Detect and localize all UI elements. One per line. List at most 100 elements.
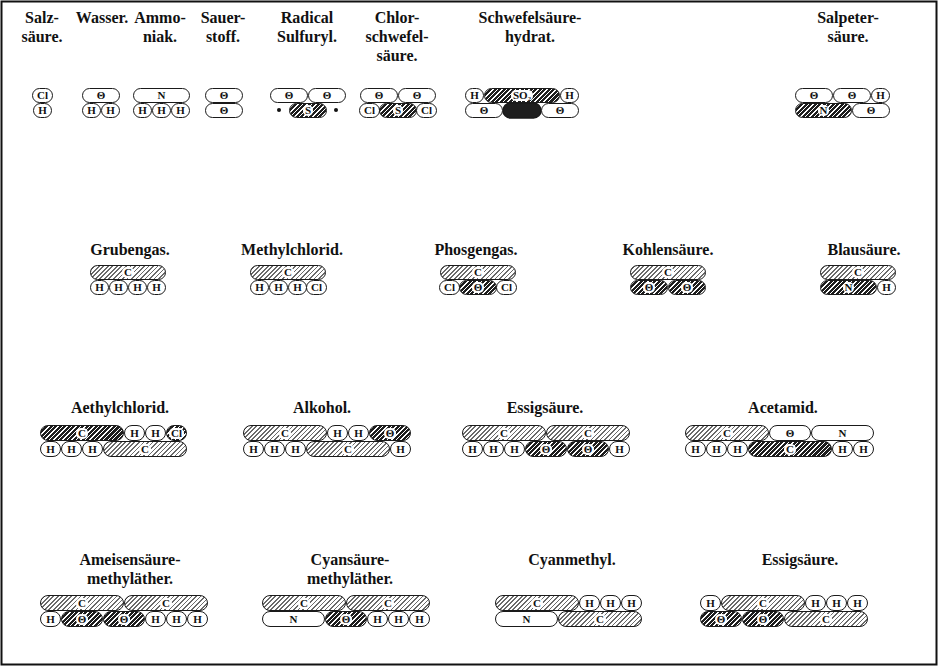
compound-name: Alkohol.: [247, 398, 397, 417]
atom-symbol: H: [392, 614, 405, 625]
atom-sausage: Θ: [668, 280, 706, 295]
atom-symbol: SO₂: [511, 90, 533, 101]
atom-sausage: Θ: [541, 103, 579, 118]
atom-symbol: Cl: [499, 282, 514, 293]
atom-sausage: Θ: [61, 611, 103, 627]
atom-symbol: C: [852, 267, 864, 278]
atom-symbol: H: [331, 428, 344, 439]
atom-symbol: C: [820, 614, 832, 625]
atom-symbol: C: [139, 444, 151, 455]
atom-symbol: C: [282, 267, 294, 278]
blank-atom-shape: [503, 103, 541, 118]
atom-symbol: Θ: [808, 90, 821, 101]
atom-symbol: H: [625, 598, 638, 609]
atom-sausage: C: [90, 265, 166, 280]
atom-symbol: Θ: [784, 428, 797, 439]
atom-symbol: N: [837, 428, 849, 439]
atom-sausage: Θ: [630, 280, 668, 295]
atom-symbol: C: [594, 614, 606, 625]
atom-symbol: H: [85, 105, 98, 116]
atom-sausage: H: [82, 441, 103, 457]
atom-sausage: H: [388, 611, 409, 627]
atom-symbol: H: [731, 444, 744, 455]
atom-sausage: H: [187, 611, 208, 627]
atom-sausage: H: [109, 280, 128, 295]
atom-symbol: Θ: [540, 444, 553, 455]
free-valence-dot: [277, 108, 281, 112]
atom-sausage: H: [826, 595, 847, 611]
atom-sausage: H: [727, 441, 748, 457]
atom-symbol: C: [757, 598, 769, 609]
compound-name: Salz- säure.: [16, 8, 68, 46]
atom-symbol: Θ: [76, 614, 89, 625]
atom-sausage: H: [465, 88, 484, 103]
atom-symbol: H: [583, 598, 596, 609]
atom-sausage: Θ: [769, 425, 811, 441]
compound-name: Chlor- schwefel- säure.: [356, 8, 438, 65]
atom-symbol: C: [784, 444, 796, 455]
compound-name: Ammo- niak.: [133, 8, 187, 46]
atom-sausage: C: [558, 611, 642, 627]
atom-sausage: H: [264, 441, 285, 457]
atom-symbol: H: [613, 444, 626, 455]
atom-sausage: Cl: [359, 103, 380, 118]
atom-sausage: Θ: [525, 441, 567, 457]
atom-sausage: C: [346, 595, 430, 611]
atom-sausage: H: [390, 441, 411, 457]
atom-symbol: Θ: [218, 90, 231, 101]
atom-symbol: H: [174, 105, 187, 116]
atom-symbol: S: [303, 105, 313, 116]
atom-symbol: H: [155, 105, 168, 116]
atom-sausage: Θ: [465, 103, 503, 118]
atom-symbol: Cl: [309, 282, 324, 293]
atom-symbol: H: [857, 444, 870, 455]
atom-symbol: H: [689, 444, 702, 455]
atom-symbol: H: [86, 444, 99, 455]
atom-sausage: H: [269, 280, 288, 295]
atom-symbol: H: [487, 444, 500, 455]
atom-sausage: C: [40, 595, 124, 611]
atom-sausage: H: [33, 103, 52, 118]
atom-sausage: H: [145, 611, 166, 627]
atom-symbol: H: [836, 444, 849, 455]
atom-symbol: N: [156, 90, 168, 101]
atom-sausage: N: [795, 103, 852, 118]
atom-sausage: H: [685, 441, 706, 457]
atom-symbol: C: [582, 428, 594, 439]
atom-sausage: Θ: [742, 611, 784, 627]
atom-sausage: N: [495, 611, 558, 627]
atom-symbol: Θ: [118, 614, 131, 625]
atom-sausage: C: [124, 595, 208, 611]
atom-sausage: H: [250, 280, 269, 295]
atom-sausage: C: [721, 595, 805, 611]
atom-sausage: N: [820, 280, 877, 295]
atom-symbol: H: [394, 444, 407, 455]
atom-symbol: Θ: [757, 614, 770, 625]
atom-sausage: H: [101, 103, 120, 118]
atom-sausage: H: [706, 441, 727, 457]
compound-name: Wasser.: [67, 8, 137, 27]
atom-symbol: H: [136, 105, 149, 116]
atom-sausage: H: [285, 441, 306, 457]
atom-sausage: H: [348, 425, 369, 441]
atom-symbol: H: [704, 598, 717, 609]
atom-symbol: Θ: [681, 282, 694, 293]
compound-name: Methylchlorid.: [217, 240, 367, 259]
atom-sausage: Θ: [205, 88, 243, 103]
atom-sausage: H: [847, 595, 868, 611]
atom-sausage: H: [504, 441, 525, 457]
atom-sausage: Θ: [308, 88, 346, 103]
atom-symbol: H: [149, 614, 162, 625]
atom-symbol: Cl: [362, 105, 377, 116]
atom-sausage: H: [579, 595, 600, 611]
compound-name: Schwefelsäure- hydrat.: [464, 8, 596, 46]
atom-symbol: H: [272, 282, 285, 293]
atom-symbol: Cl: [419, 105, 434, 116]
atom-sausage: C: [820, 265, 896, 280]
atom-symbol: N: [521, 614, 533, 625]
atom-symbol: H: [413, 614, 426, 625]
atom-sausage: H: [90, 280, 109, 295]
atom-symbol: H: [851, 598, 864, 609]
atom-symbol: H: [352, 428, 365, 439]
